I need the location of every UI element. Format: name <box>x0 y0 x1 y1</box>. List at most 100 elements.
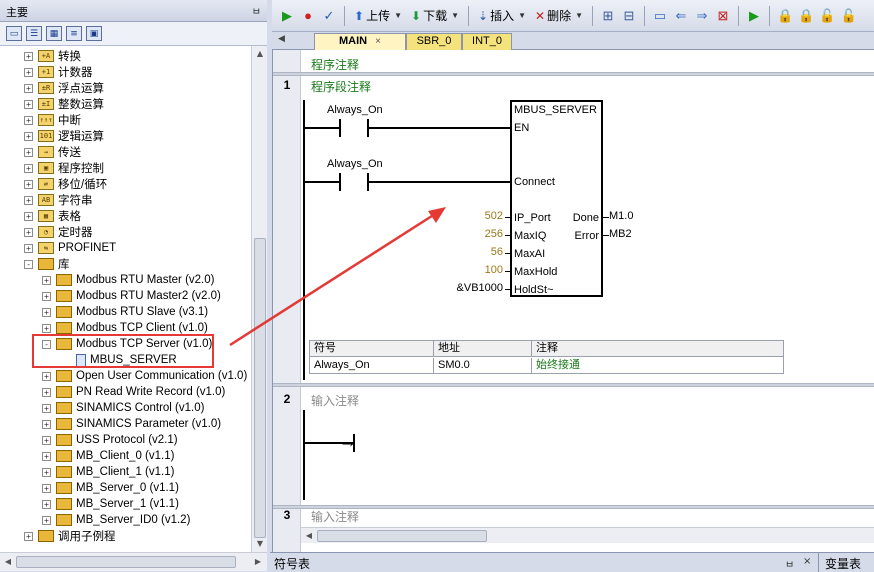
expand-icon[interactable]: + <box>24 115 33 125</box>
expand-icon[interactable]: + <box>42 291 51 301</box>
delete-button[interactable]: ✕ 删除 ▼ <box>532 7 586 24</box>
goto-button[interactable]: ▶ <box>745 6 763 26</box>
param-maxhold[interactable]: 100 <box>484 264 503 276</box>
expand-icon[interactable]: + <box>42 387 51 397</box>
collapse-icon[interactable]: - <box>42 339 51 349</box>
expand-icon[interactable]: + <box>42 435 51 445</box>
collapse-icon[interactable]: - <box>24 259 33 269</box>
network-button[interactable]: ⊞ <box>599 6 617 26</box>
expand-icon[interactable]: + <box>24 195 33 205</box>
tree-item[interactable]: +MB_Server_0 (v1.1) <box>42 480 179 496</box>
hscroll-thumb[interactable] <box>317 530 487 542</box>
pin-icon[interactable]: ㅂ <box>251 7 261 18</box>
pin-icon[interactable]: ㅂ <box>785 560 795 571</box>
expand-icon[interactable]: + <box>24 163 33 173</box>
expand-icon[interactable]: + <box>42 371 51 381</box>
clear-button[interactable]: ⊠ <box>714 6 732 26</box>
network-comment[interactable]: 输入注释 <box>311 394 360 408</box>
expand-icon[interactable]: + <box>24 67 33 77</box>
symbol-table-panel-title[interactable]: 符号表 <box>274 557 311 571</box>
address-cell[interactable]: SM0.0 <box>434 358 532 374</box>
tab-main[interactable]: MAIN× <box>314 33 406 50</box>
empty-rung-arrow-icon[interactable]: → <box>339 431 357 451</box>
stop-button[interactable]: ● <box>299 6 317 26</box>
scroll-up-arrow-icon[interactable]: ▲ <box>256 49 264 58</box>
upload-button[interactable]: ⬆ 上传 ▼ <box>351 7 405 24</box>
forward-button[interactable]: ⇒ <box>693 6 711 26</box>
tree-item[interactable]: +Open User Communication (v1.0) <box>42 368 247 384</box>
tree-item[interactable]: +Modbus RTU Master2 (v2.0) <box>42 288 221 304</box>
tree-item[interactable]: -库 <box>24 256 70 272</box>
scroll-down-arrow-icon[interactable]: ▼ <box>256 539 264 548</box>
expand-icon[interactable]: + <box>24 51 33 61</box>
tab-int0[interactable]: INT_0 <box>462 33 512 50</box>
expand-icon[interactable]: + <box>24 531 33 541</box>
expand-icon[interactable]: + <box>42 483 51 493</box>
contact-right-bar[interactable] <box>367 119 369 137</box>
lock-button[interactable]: 🔒 <box>776 6 794 26</box>
expand-icon[interactable]: + <box>24 131 33 141</box>
param-maxai[interactable]: 56 <box>490 246 503 258</box>
expand-icon[interactable]: + <box>24 83 33 93</box>
tree-item[interactable]: +▣程序控制 <box>24 160 104 176</box>
expand-icon[interactable]: + <box>42 275 51 285</box>
param-holdstart[interactable]: &VB1000 <box>456 282 503 294</box>
scroll-left-arrow-icon[interactable]: ◀ <box>305 531 313 540</box>
tree-item[interactable]: +MB_Client_1 (v1.1) <box>42 464 174 480</box>
tree-item[interactable]: +Modbus TCP Client (v1.0) <box>42 320 208 336</box>
program-comment[interactable]: 程序注释 <box>311 58 360 72</box>
tree-item[interactable]: +MB_Server_ID0 (v1.2) <box>42 512 190 528</box>
tree-vertical-scrollbar[interactable]: ▲ ▼ <box>251 46 267 552</box>
tree-item[interactable]: +MB_Client_0 (v1.1) <box>42 448 174 464</box>
scroll-left-arrow-icon[interactable]: ◀ <box>4 557 12 566</box>
hscroll-thumb[interactable] <box>16 556 236 568</box>
network-comment[interactable]: 程序段注释 <box>311 80 372 94</box>
unlock-button[interactable]: 🔓 <box>818 6 836 26</box>
param-error[interactable]: MB2 <box>609 228 632 240</box>
close-icon[interactable]: × <box>375 36 381 47</box>
list-view-button[interactable]: ☰ <box>26 26 42 41</box>
tree-item[interactable]: +⇄移位/循环 <box>24 176 107 192</box>
grid-view-button[interactable]: ▦ <box>46 26 62 41</box>
expand-icon[interactable]: + <box>24 243 33 253</box>
contact-right-bar[interactable] <box>367 173 369 191</box>
tree-item[interactable]: +↑↑↑中断 <box>24 112 81 128</box>
ladder-editor[interactable]: 程序注释 1 程序段注释 Always_On Always_On MBUS_SE… <box>272 50 874 552</box>
param-ip-port[interactable]: 502 <box>484 210 503 222</box>
tree-item[interactable]: +MB_Server_1 (v1.1) <box>42 496 179 512</box>
close-icon[interactable]: × <box>803 556 812 567</box>
contact-left-bar[interactable] <box>339 173 341 191</box>
expand-icon[interactable]: + <box>24 211 33 221</box>
download-button[interactable]: ⬇ 下载 ▼ <box>408 7 462 24</box>
save-icon-button[interactable]: ▣ <box>86 26 102 41</box>
contact-label[interactable]: Always_On <box>327 104 383 116</box>
details-view-button[interactable]: ≡ <box>66 26 82 41</box>
unlock-all-button[interactable]: 🔓 <box>840 6 858 26</box>
tree-item[interactable]: +→传送 <box>24 144 81 160</box>
expand-icon[interactable]: + <box>24 147 33 157</box>
tree-item[interactable]: +USS Protocol (v2.1) <box>42 432 178 448</box>
scroll-thumb[interactable] <box>254 238 266 538</box>
lock-all-button[interactable]: 🔒 <box>797 6 815 26</box>
comment-cell[interactable]: 始终接通 <box>536 359 580 371</box>
expand-icon[interactable]: + <box>42 323 51 333</box>
rect-button[interactable]: ▭ <box>651 6 669 26</box>
expand-icon[interactable]: + <box>24 179 33 189</box>
param-done[interactable]: M1.0 <box>609 210 634 222</box>
expand-icon[interactable]: + <box>24 227 33 237</box>
run-button[interactable]: ▶ <box>278 6 296 26</box>
tree-item[interactable]: +▦表格 <box>24 208 81 224</box>
editor-horizontal-scrollbar[interactable]: ◀ <box>301 527 874 543</box>
tree-item[interactable]: +PN Read Write Record (v1.0) <box>42 384 225 400</box>
tree-item[interactable]: -Modbus TCP Server (v1.0) <box>42 336 212 352</box>
tree-item[interactable]: +Modbus RTU Slave (v3.1) <box>42 304 208 320</box>
tree-item[interactable]: +SINAMICS Parameter (v1.0) <box>42 416 221 432</box>
compile-button[interactable]: ✓ <box>320 6 338 26</box>
tree-item[interactable]: +◔定时器 <box>24 224 93 240</box>
expand-icon[interactable]: + <box>42 499 51 509</box>
expand-icon[interactable]: + <box>42 403 51 413</box>
tree-item[interactable]: +SINAMICS Control (v1.0) <box>42 400 204 416</box>
tree-view-button[interactable]: ▭ <box>6 26 22 41</box>
